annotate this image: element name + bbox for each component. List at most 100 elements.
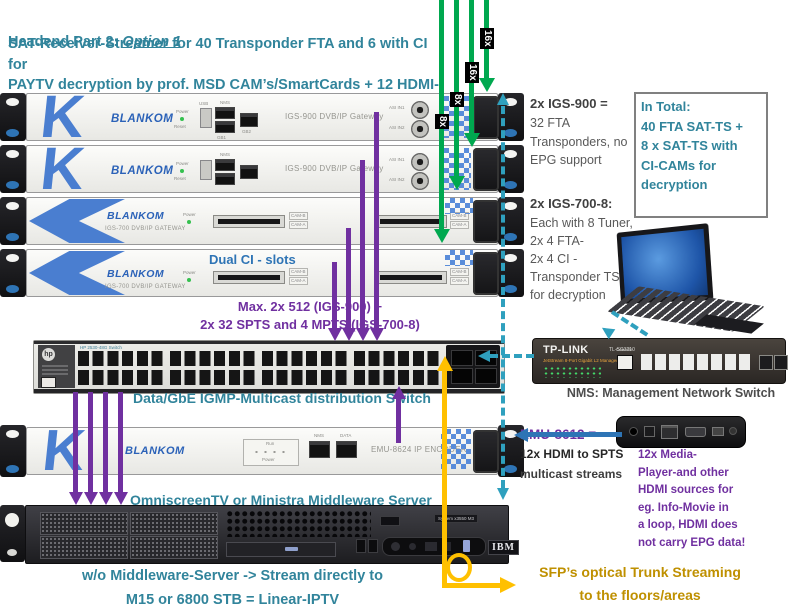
nms-switch-caption: NMS: Management Network Switch <box>566 386 776 400</box>
hp-logo: hp <box>42 348 55 361</box>
cam-a-tag: CAM-A <box>450 221 469 229</box>
nms-port-1 <box>215 107 235 119</box>
usb-port <box>200 160 212 180</box>
feed-count-tag: 16x <box>465 62 479 83</box>
optical-drive <box>226 542 336 557</box>
mgmt-arrowhead-down <box>497 488 509 500</box>
sat-feed-line-3 <box>454 0 459 176</box>
cam-a-tag: CAM-A <box>289 221 308 229</box>
cam-b-tag: CAM-B <box>289 268 308 276</box>
feed-count-tag: 8x <box>450 92 464 108</box>
usb-port <box>356 539 366 553</box>
note-igs900-head: 2x IGS-900 = <box>530 96 608 111</box>
power-label: Power <box>176 109 189 114</box>
device-model-label: IGS-900 DVB/IP Gateway <box>285 112 384 121</box>
led-panel: Run Power <box>243 439 299 466</box>
sat-feed-arrowhead-3 <box>449 176 465 190</box>
nms-label: NMS <box>314 433 324 438</box>
rack-ear <box>0 249 26 297</box>
optical-port <box>644 426 655 437</box>
power-label: Power <box>262 457 275 462</box>
sfp-slot <box>451 350 473 366</box>
gb2-port <box>240 113 258 127</box>
sat-feed-arrowhead-1 <box>479 78 495 92</box>
device-model-label: EMU-8624 IP ENCODER <box>371 445 467 454</box>
switch-bottom-edge <box>34 389 504 393</box>
ci-slot-b <box>375 271 447 284</box>
nms-label: NMS <box>220 152 230 157</box>
feed-count-tag: 16x <box>480 28 494 49</box>
blankom-k-logo: K <box>39 418 89 483</box>
tplink-sfp-2 <box>774 355 788 370</box>
note-igs700-body: Each with 8 Tuner, 2x 4 FTA- 2x 4 CI - T… <box>530 216 633 302</box>
switch-mgmt-module: hp <box>38 345 75 388</box>
mgmt-arrowhead-up <box>497 93 509 105</box>
page-subtitle: SAT-Receiver-Streamer for 40 Transponder… <box>8 36 439 114</box>
device-model-label: IGS-700 DVB/IP GATEWAY <box>105 226 186 232</box>
hdmi-arrow-line <box>528 432 622 437</box>
server-stream-line <box>73 392 78 492</box>
middleware-caption: OmniscreenTV or Ministra Middleware Serv… <box>130 492 432 508</box>
power-led <box>180 117 184 121</box>
thumbscrew <box>5 513 19 527</box>
in-total-text: In Total: 40 FTA SAT-TS + 8 x SAT-TS wit… <box>641 99 743 192</box>
drive-bay <box>130 512 218 535</box>
usb-port <box>712 427 724 436</box>
port-group-3 <box>262 351 350 385</box>
vga-port <box>380 516 400 526</box>
status-leds <box>42 365 68 375</box>
dist-switch-caption: Data/GbE IGMP-Multicast distribution Swi… <box>133 390 431 406</box>
mgmt-line-vertical <box>501 106 505 488</box>
power-led <box>180 169 184 173</box>
rack-handle <box>473 200 499 243</box>
data-port <box>336 441 357 458</box>
igs900-1-faceplate: K BLANKOM Power Reset USB NMS GB1 GB2 IG… <box>26 83 499 150</box>
dual-ci-label: Dual CI - slots <box>209 252 296 267</box>
asi-bnc-connector <box>411 153 429 171</box>
cam-a-tag: CAM-A <box>289 277 308 285</box>
rack-handle <box>473 148 499 191</box>
tplink-switch: TP-LINK TL-SG3210 JetStream 8-Port Gigab… <box>532 338 788 384</box>
drive-bay <box>130 536 218 559</box>
stream-line-igs900-1 <box>374 112 379 328</box>
port-group-2 <box>170 351 258 385</box>
server-stream-arrowhead <box>114 492 128 505</box>
pixel-k-decal <box>445 250 473 266</box>
brand-logo: BLANKOM <box>107 210 165 222</box>
trunk-line-horizontal <box>442 583 502 588</box>
rack-handle <box>473 430 499 473</box>
ci-slot-a <box>213 215 285 228</box>
eject-button <box>285 547 298 551</box>
asi-bnc-connector <box>411 120 429 138</box>
stream-line-igs700-2 <box>332 262 337 328</box>
nms-port-2 <box>215 173 235 185</box>
title-prefix: Headend Part 2: <box>8 34 123 50</box>
rack-ear <box>0 93 26 141</box>
stream-arrowhead <box>342 328 356 341</box>
page-title: Headend Part 2: Option 1 <box>8 12 181 52</box>
asi-bnc-connector <box>411 101 429 119</box>
light-path-tab <box>463 540 470 552</box>
mgmt-arrowhead-left <box>478 350 490 362</box>
port-group-4 <box>354 351 442 385</box>
power-jack <box>629 427 638 436</box>
nms-label: NMS <box>220 100 230 105</box>
mgmt-line-horizontal <box>490 354 534 358</box>
front-panel <box>382 537 486 556</box>
cam-b-tag: CAM-B <box>450 268 469 276</box>
pixel-k-decal <box>445 198 473 214</box>
asi2-label: ASI IN2 <box>389 125 405 130</box>
trunk-line-vertical <box>442 370 447 586</box>
note-igs700-head: 2x IGS-700-8: <box>530 196 613 211</box>
power-label: Power <box>176 161 189 166</box>
asi-bnc-connector <box>411 172 429 190</box>
sat-feed-arrowhead-2 <box>464 133 480 147</box>
trunk-arrowhead-right <box>500 577 516 593</box>
title-option: Option 1 <box>122 34 182 50</box>
sfp-trunk-caption: SFP’s optical Trunk Streaming to the flo… <box>539 564 741 603</box>
brand-logo: BLANKOM <box>111 113 174 125</box>
indicator <box>409 543 416 550</box>
usb-port <box>200 108 212 128</box>
reset-label: Reset <box>174 124 186 129</box>
device-model-label: IGS-700 DVB/IP GATEWAY <box>105 284 186 290</box>
